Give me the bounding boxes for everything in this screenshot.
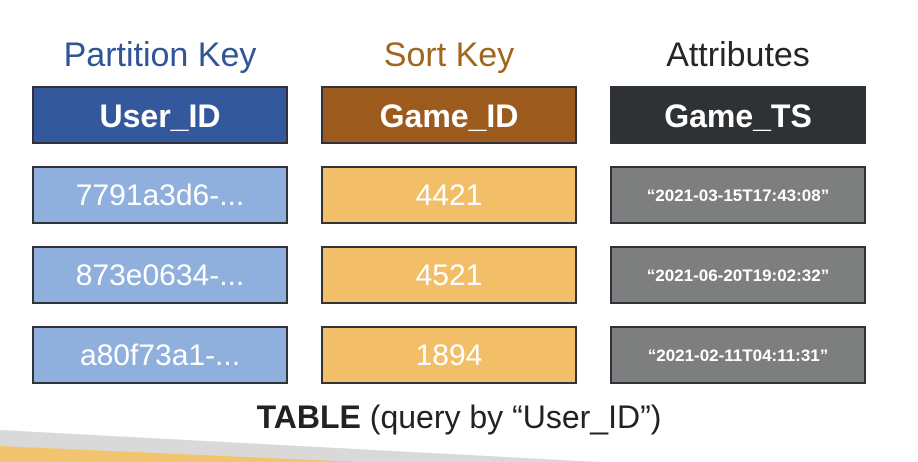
partition-key-title: Partition Key [63,36,257,74]
user-id-cell: 873e0634-... [32,246,288,304]
table-caption: TABLE (query by “User_ID”) [0,392,918,442]
sort-key-title: Sort Key [383,36,515,74]
game-ts-header: Game_TS [610,86,866,144]
attributes-title: Attributes [666,36,810,74]
user-id-header: User_ID [32,86,288,144]
game-id-cell: 4421 [321,166,577,224]
caption-bold: TABLE [256,399,361,435]
caption-rest: (query by “User_ID”) [360,399,662,435]
user-id-cell: a80f73a1-... [32,326,288,384]
game-id-cell: 4521 [321,246,577,304]
game-id-header: Game_ID [321,86,577,144]
user-id-cell: 7791a3d6-... [32,166,288,224]
game-id-cell: 1894 [321,326,577,384]
game-ts-cell: “2021-02-11T04:11:31” [610,326,866,384]
game-ts-cell: “2021-06-20T19:02:32” [610,246,866,304]
game-ts-cell: “2021-03-15T17:43:08” [610,166,866,224]
